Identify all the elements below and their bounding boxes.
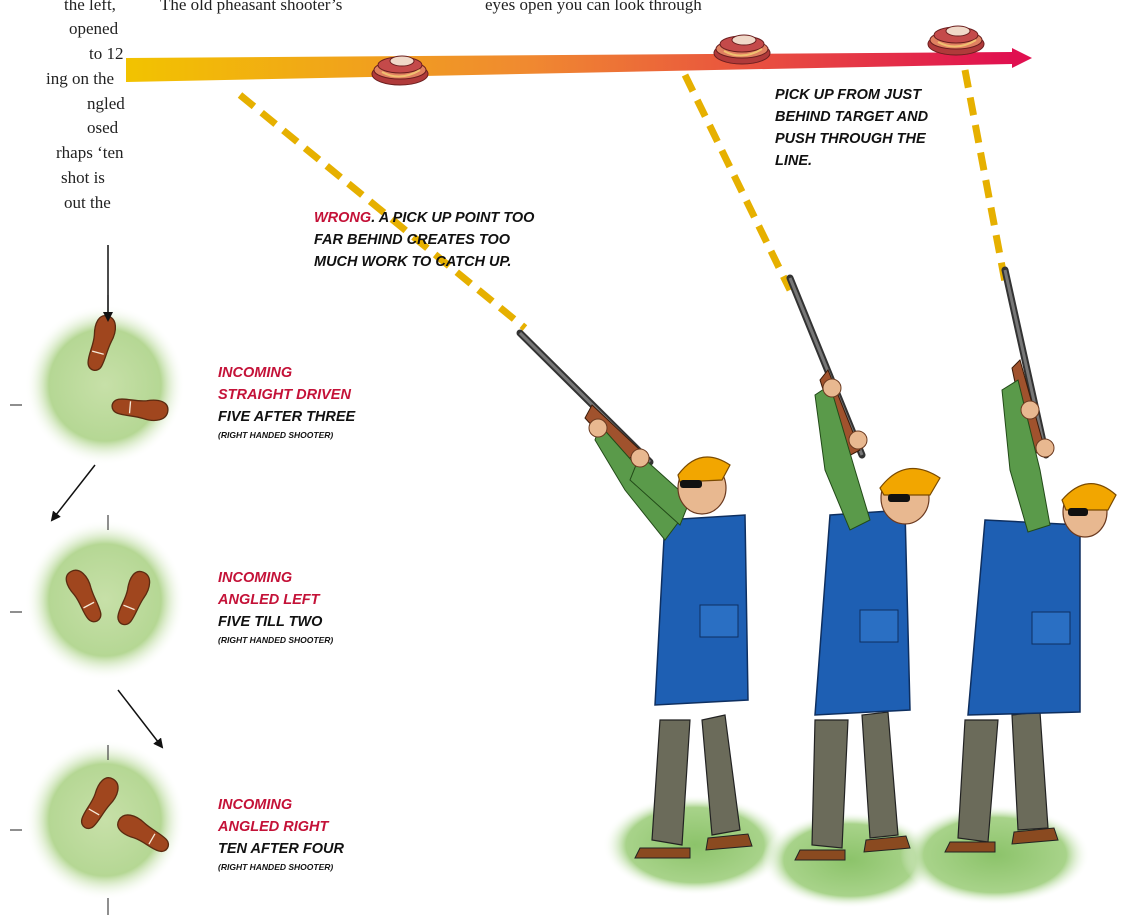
correct-sight-line bbox=[965, 70, 1005, 282]
stance-diagram bbox=[10, 465, 185, 680]
wrong-label: WRONG bbox=[314, 210, 371, 226]
target-trail bbox=[126, 52, 1012, 82]
ground-patch bbox=[603, 795, 787, 895]
stance-label: INCOMING ANGLED RIGHT TEN AFTER FOUR (RI… bbox=[218, 794, 344, 874]
arrow-icon bbox=[52, 465, 95, 520]
wrong-caption: WRONG. A PICK UP POINT TOO FAR BEHIND CR… bbox=[314, 207, 534, 273]
arrow-icon bbox=[118, 690, 162, 747]
stance-diagram bbox=[10, 690, 185, 915]
clay-target-icon bbox=[714, 35, 770, 64]
correct-caption: PICK UP FROM JUST BEHIND TARGET AND PUSH… bbox=[775, 84, 928, 172]
trail-arrowhead-icon bbox=[1012, 48, 1032, 68]
shooter-figure bbox=[945, 270, 1116, 852]
stance-label: INCOMING STRAIGHT DRIVEN FIVE AFTER THRE… bbox=[218, 362, 355, 442]
stance-label: INCOMING ANGLED LEFT FIVE TILL TWO (RIGH… bbox=[218, 567, 333, 647]
top-text-fragment: eyes open you can look through bbox=[485, 0, 702, 16]
stance-diagram bbox=[10, 245, 185, 465]
ground-patch bbox=[900, 805, 1090, 905]
top-text-fragment: The old pheasant shooter’s bbox=[160, 0, 342, 16]
shooter-figure bbox=[790, 278, 940, 860]
shooter-figure bbox=[520, 333, 752, 858]
clay-target-icon bbox=[928, 26, 984, 55]
